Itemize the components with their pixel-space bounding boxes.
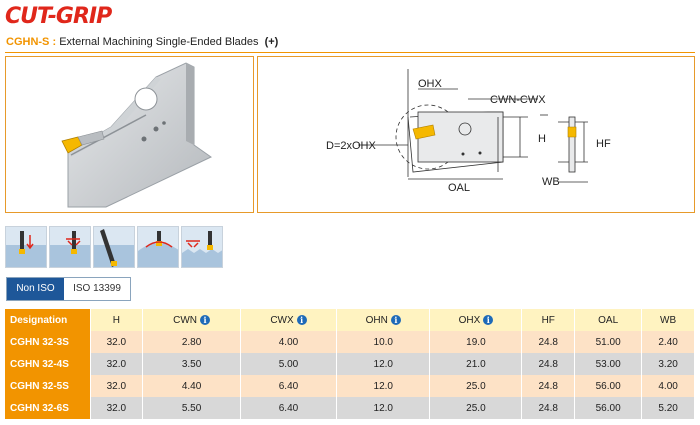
table-cell: 5.00 <box>240 353 338 375</box>
table-cell: 32.0 <box>90 375 144 397</box>
application-icons <box>5 226 223 268</box>
label-hf: HF <box>596 138 611 150</box>
table-cell: 56.00 <box>574 375 643 397</box>
profile-turning-icon[interactable] <box>137 226 179 268</box>
designation-cell[interactable]: CGHN 32-5S <box>5 375 91 397</box>
column-header-wb: WB <box>641 309 695 331</box>
table-cell: 5.50 <box>142 397 241 419</box>
table-cell: 32.0 <box>90 331 144 353</box>
info-icon[interactable]: i <box>390 314 401 325</box>
column-header-h: H <box>90 309 144 331</box>
multi-groove-icon[interactable] <box>181 226 223 268</box>
table-cell: 3.50 <box>142 353 241 375</box>
table-cell: 25.0 <box>429 375 523 397</box>
table-cell: 4.00 <box>641 375 695 397</box>
table-cell: 12.0 <box>336 353 431 375</box>
designation-cell[interactable]: CGHN 32-6S <box>5 397 91 419</box>
code-separator: : <box>52 36 57 48</box>
non-iso-tab[interactable]: Non ISO <box>7 278 64 300</box>
technical-drawing: OHX CWN-CWX D=2xOHX H HF OAL WB <box>257 56 695 213</box>
table-cell: 3.20 <box>641 353 695 375</box>
table-cell: 5.20 <box>641 397 695 419</box>
designation-cell[interactable]: CGHN 32-4S <box>5 353 91 375</box>
info-icon[interactable]: i <box>200 314 210 325</box>
grooving-chip-icon[interactable] <box>49 226 91 268</box>
product-image <box>5 56 254 213</box>
table-cell: 24.8 <box>521 353 576 375</box>
label-wb: WB <box>542 176 560 188</box>
label-ohx: OHX <box>418 78 443 90</box>
header-divider <box>5 52 695 53</box>
table-cell: 4.40 <box>142 375 241 397</box>
table-cell: 2.80 <box>142 331 241 353</box>
expand-plus-button[interactable]: (+) <box>264 36 279 48</box>
table-cell: 51.00 <box>574 331 643 353</box>
straight-plunge-icon[interactable] <box>5 226 47 268</box>
table-cell: 32.0 <box>90 353 144 375</box>
table-cell: 53.00 <box>574 353 643 375</box>
table-cell: 6.40 <box>240 375 338 397</box>
iso-toggle: Non ISO ISO 13399 <box>6 277 131 301</box>
table-row[interactable]: CGHN 32-6S 32.0 5.50 6.40 12.0 25.0 24.8… <box>5 397 695 419</box>
label-diameter: D=2xOHX <box>326 140 376 152</box>
angled-parting-icon[interactable] <box>93 226 135 268</box>
table-cell: 25.0 <box>429 397 523 419</box>
product-code: CGHN-S <box>6 36 50 48</box>
table-cell: 12.0 <box>336 375 431 397</box>
table-cell: 24.8 <box>521 331 576 353</box>
iso-13399-tab[interactable]: ISO 13399 <box>64 278 130 300</box>
column-header-designation: Designation <box>5 309 91 331</box>
table-cell: 10.0 <box>336 331 431 353</box>
dimension-drawing: OHX CWN-CWX D=2xOHX H HF OAL WB <box>326 69 611 194</box>
product-title: External Machining Single-Ended Blades <box>59 36 259 48</box>
info-icon[interactable]: i <box>483 314 494 325</box>
table-cell: 32.0 <box>90 397 144 419</box>
label-oal: OAL <box>448 182 470 194</box>
table-cell: 21.0 <box>429 353 523 375</box>
info-icon[interactable]: i <box>296 314 307 325</box>
table-cell: 2.40 <box>641 331 695 353</box>
table-cell: 24.8 <box>521 397 576 419</box>
label-h: H <box>538 133 546 145</box>
product-subtitle: CGHN-S : External Machining Single-Ended… <box>6 36 278 48</box>
table-row[interactable]: CGHN 32-5S 32.0 4.40 6.40 12.0 25.0 24.8… <box>5 375 695 397</box>
designation-cell[interactable]: CGHN 32-3S <box>5 331 91 353</box>
table-cell: 19.0 <box>429 331 523 353</box>
label-cwn-cwx: CWN-CWX <box>490 94 546 106</box>
table-cell: 12.0 <box>336 397 431 419</box>
table-cell: 4.00 <box>240 331 338 353</box>
column-header-oal: OAL <box>574 309 643 331</box>
table-row[interactable]: CGHN 32-3S 32.0 2.80 4.00 10.0 19.0 24.8… <box>5 331 695 353</box>
table-cell: 24.8 <box>521 375 576 397</box>
table-cell: 6.40 <box>240 397 338 419</box>
blade-illustration <box>61 62 212 208</box>
table-cell: 56.00 <box>574 397 643 419</box>
table-row[interactable]: CGHN 32-4S 32.0 3.50 5.00 12.0 21.0 24.8… <box>5 353 695 375</box>
column-header-hf: HF <box>521 309 576 331</box>
brand-logo: CUT-GRIP <box>5 4 112 29</box>
